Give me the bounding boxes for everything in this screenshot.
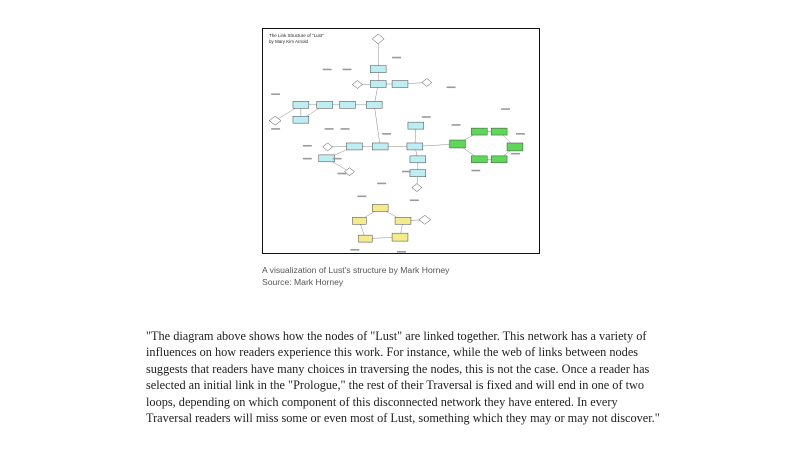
lust-link-structure-diagram: The Link Structure of "Lust" by Mary Kim… — [262, 28, 540, 254]
diagram-node — [406, 142, 424, 151]
diagram-annotation-mark — [501, 108, 511, 110]
diagram-annotation-mark — [357, 195, 367, 198]
diagram-annotation-mark — [401, 170, 411, 173]
caption-source: Source: Mark Horney — [262, 277, 344, 287]
diagram-annotation-mark — [302, 157, 312, 160]
diagram-decision-node — [344, 167, 355, 177]
diagram-decision-node — [371, 33, 385, 45]
diagram-annotation-mark — [340, 128, 350, 130]
diagram-decision-node — [268, 115, 282, 126]
diagram-title: The Link Structure of "Lust" by Mary Kim… — [269, 33, 324, 44]
diagram-decision-node — [421, 78, 433, 87]
diagram-node — [471, 127, 488, 136]
diagram-annotation-mark — [337, 172, 347, 175]
diagram-node — [370, 80, 387, 88]
diagram-node — [346, 142, 363, 151]
diagram-decision-node — [411, 183, 423, 192]
diagram-decision-node — [322, 142, 334, 152]
diagram-title-line-2: by Mary Kim Arnold — [269, 38, 309, 44]
diagram-annotation-mark — [511, 152, 520, 155]
diagram-node — [366, 101, 383, 109]
caption-text: A visualization of Lust's structure by M… — [262, 265, 450, 275]
diagram-annotation-mark — [451, 124, 461, 126]
diagram-annotation-mark — [409, 199, 419, 202]
diagram-node — [316, 101, 333, 109]
diagram-annotation-mark — [471, 169, 481, 172]
diagram-edge — [373, 104, 381, 147]
diagram-node — [409, 155, 427, 164]
diagram-node — [506, 142, 524, 152]
diagram-annotation-mark — [350, 249, 360, 251]
link-structure-graph — [268, 33, 525, 253]
diagram-node — [318, 154, 335, 163]
diagram-annotation-mark — [271, 128, 281, 130]
quote-paragraph: "The diagram above shows how the nodes o… — [146, 329, 660, 426]
diagram-node — [407, 121, 425, 130]
diagram-title-line-1: The Link Structure of "Lust" — [269, 33, 324, 38]
diagram-node — [370, 65, 387, 73]
diagram-node — [471, 155, 488, 164]
diagram-node — [292, 101, 310, 109]
diagram-node — [358, 234, 373, 243]
diagram-annotation-mark — [302, 144, 312, 147]
diagram-annotation-mark — [324, 128, 334, 130]
diagram-node — [391, 232, 409, 242]
diagram-annotation-mark — [342, 68, 352, 71]
diagram-node — [352, 217, 367, 225]
diagram-node — [372, 142, 389, 151]
diagram-node — [292, 115, 310, 124]
diagram-annotation-mark — [377, 182, 387, 185]
diagram-node — [409, 169, 427, 177]
diagram-node — [339, 101, 356, 109]
figure-caption: A visualization of Lust's structure by M… — [262, 264, 449, 288]
diagram-annotation-mark — [271, 93, 281, 96]
diagram-node — [490, 155, 508, 164]
diagram-node — [391, 80, 409, 88]
diagram-annotation-mark — [421, 116, 431, 118]
diagram-node — [490, 127, 508, 136]
diagram-decision-node — [418, 215, 432, 225]
diagram-annotation-mark — [397, 251, 406, 253]
diagram-node — [394, 217, 412, 225]
diagram-annotation-mark — [446, 86, 456, 89]
diagram-annotation-mark — [322, 68, 332, 71]
diagram-node — [372, 204, 389, 212]
diagram-annotation-mark — [332, 157, 342, 160]
diagram-decision-node — [352, 80, 363, 89]
diagram-annotation-mark — [392, 56, 401, 59]
diagram-annotation-mark — [382, 133, 392, 135]
diagram-annotation-mark — [515, 133, 525, 135]
diagram-node — [449, 139, 466, 149]
